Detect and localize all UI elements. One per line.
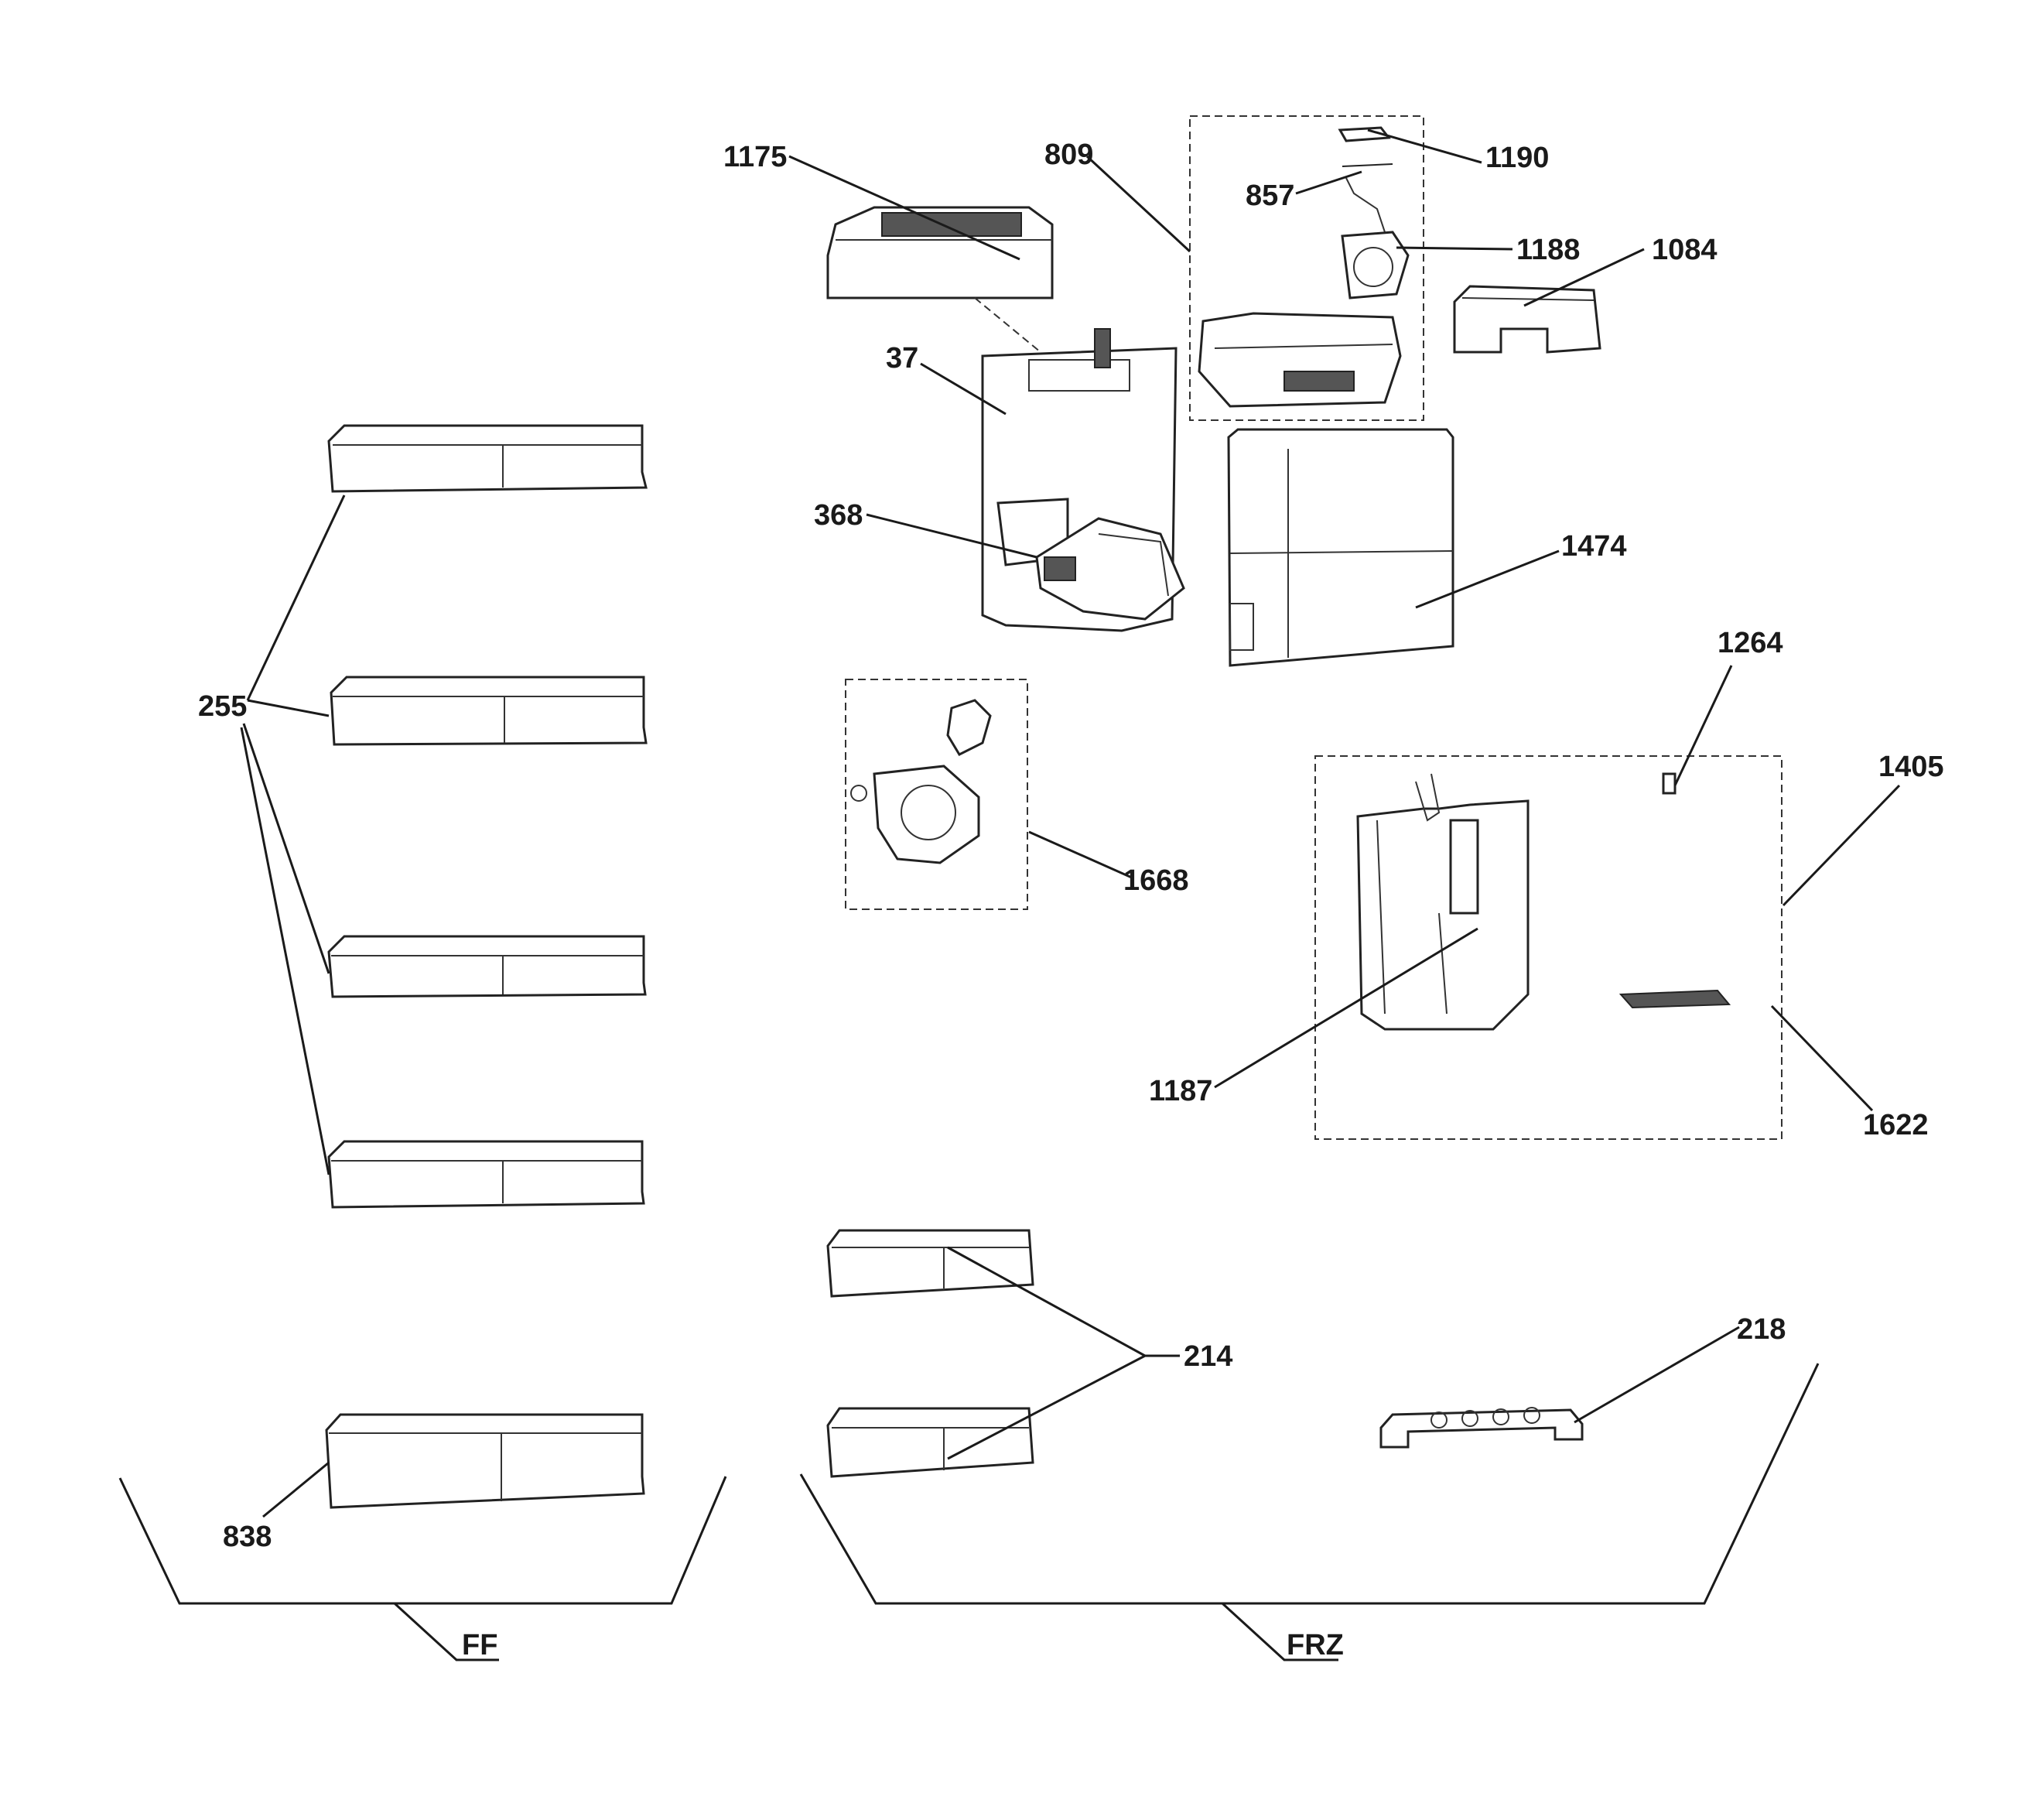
ice-maker-sensor-1190	[1338, 126, 1391, 142]
ice-maker-tray-assembly	[1198, 312, 1402, 408]
callout-1622: 1622	[1863, 1109, 1929, 1141]
egg-tray-218	[1379, 1407, 1584, 1449]
frz-leader	[1221, 1602, 1338, 1661]
auger-motor-368	[1035, 517, 1185, 621]
callout-214: 214	[1184, 1340, 1232, 1373]
ice-maker-assembly-809-box	[1189, 115, 1424, 421]
sensor-1264	[1662, 772, 1677, 795]
leader-lines	[240, 128, 1901, 1518]
ice-maker-motor-1188	[1341, 231, 1410, 299]
callout-1405: 1405	[1878, 751, 1944, 783]
assembly-guide-line	[974, 297, 1041, 353]
callout-1084: 1084	[1652, 234, 1718, 266]
callout-1190: 1190	[1485, 142, 1549, 174]
frz-bracket	[799, 1363, 1820, 1605]
section-label-frz: FRZ	[1287, 1629, 1344, 1661]
door-bin-255-c	[327, 935, 647, 998]
callout-857: 857	[1246, 180, 1294, 212]
door-bin-214-b	[826, 1407, 1034, 1478]
section-label-ff: FF	[462, 1629, 497, 1661]
callout-1474: 1474	[1561, 530, 1627, 563]
ice-maker-cover-1175	[826, 206, 1054, 299]
door-bin-838	[325, 1413, 645, 1509]
ff-bracket	[118, 1476, 727, 1605]
dispenser-assembly-1668	[850, 699, 992, 864]
callout-1175: 1175	[723, 141, 787, 173]
callout-1668: 1668	[1123, 864, 1189, 897]
callout-1187: 1187	[1149, 1075, 1212, 1107]
ice-bucket-1474	[1227, 428, 1454, 667]
door-bin-255-b	[330, 676, 648, 746]
ice-maker-cover-1084	[1453, 285, 1601, 354]
callout-218: 218	[1737, 1313, 1786, 1346]
door-bin-214-a	[826, 1229, 1034, 1298]
callout-1264: 1264	[1718, 627, 1783, 659]
callout-1188: 1188	[1516, 234, 1580, 266]
door-bin-255-d	[327, 1140, 645, 1209]
ff-leader	[393, 1602, 499, 1661]
callout-368: 368	[814, 499, 863, 532]
harness-857	[1342, 163, 1393, 233]
callout-809: 809	[1044, 139, 1093, 171]
heater-1622	[1618, 989, 1731, 1009]
door-bin-255-a	[327, 424, 648, 493]
callout-838: 838	[223, 1521, 272, 1553]
callout-37: 37	[886, 342, 918, 375]
ice-bin-assembly-1405-box	[1314, 755, 1783, 1140]
dispenser-assembly-1668-box	[845, 679, 1028, 910]
ice-bin-1405	[1356, 773, 1530, 1031]
callout-255: 255	[198, 690, 247, 723]
